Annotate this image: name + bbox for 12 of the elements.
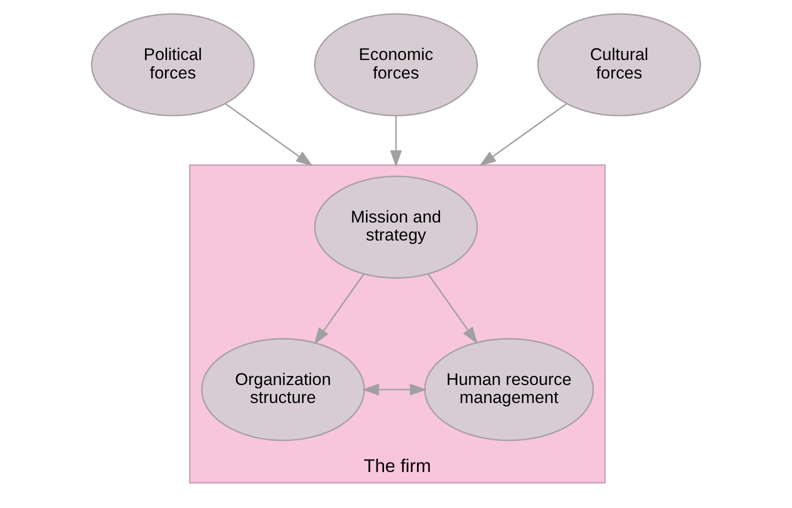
node-ellipse: Human resource management bbox=[424, 338, 594, 442]
node-ellipse: Organization structure bbox=[201, 338, 365, 442]
node-ellipse: Mission and strategy bbox=[314, 176, 478, 279]
arrow bbox=[362, 384, 427, 396]
arrow bbox=[428, 273, 478, 344]
arrow bbox=[479, 103, 567, 166]
node-ellipse: Political forces bbox=[90, 13, 255, 116]
node-ellipse: Cultural forces bbox=[537, 13, 702, 116]
arrow bbox=[314, 273, 364, 344]
node-ellipse: Economic forces bbox=[314, 13, 478, 116]
arrow bbox=[225, 103, 313, 166]
arrow bbox=[390, 116, 402, 168]
